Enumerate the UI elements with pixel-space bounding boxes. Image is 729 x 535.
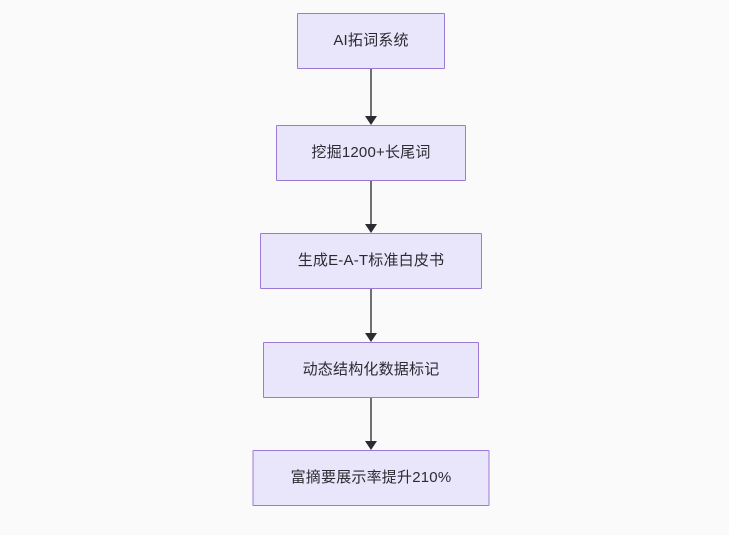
edge-line [370,69,372,117]
flow-node-3[interactable]: 生成E-A-T标准白皮书 [260,233,482,289]
arrowhead-icon [365,441,377,450]
edge-line [370,398,372,442]
edge-line [370,181,372,225]
flow-node-label: 生成E-A-T标准白皮书 [297,252,445,269]
flow-node-4[interactable]: 动态结构化数据标记 [263,342,479,398]
flow-node-5[interactable]: 富摘要展示率提升210% [252,450,490,506]
arrowhead-icon [365,116,377,125]
flow-node-label: 挖掘1200+长尾词 [311,144,431,161]
flow-node-1[interactable]: AI拓词系统 [297,13,445,69]
flow-node-2[interactable]: 挖掘1200+长尾词 [276,125,466,181]
flow-edge-1 [364,69,378,125]
flow-edge-2 [364,181,378,233]
flow-edge-3 [364,289,378,342]
arrowhead-icon [365,224,377,233]
flow-edge-4 [364,398,378,450]
flow-node-label: 动态结构化数据标记 [302,361,440,378]
flow-node-label: 富摘要展示率提升210% [290,469,452,486]
edge-line [370,289,372,334]
arrowhead-icon [365,333,377,342]
flow-node-label: AI拓词系统 [333,32,409,49]
